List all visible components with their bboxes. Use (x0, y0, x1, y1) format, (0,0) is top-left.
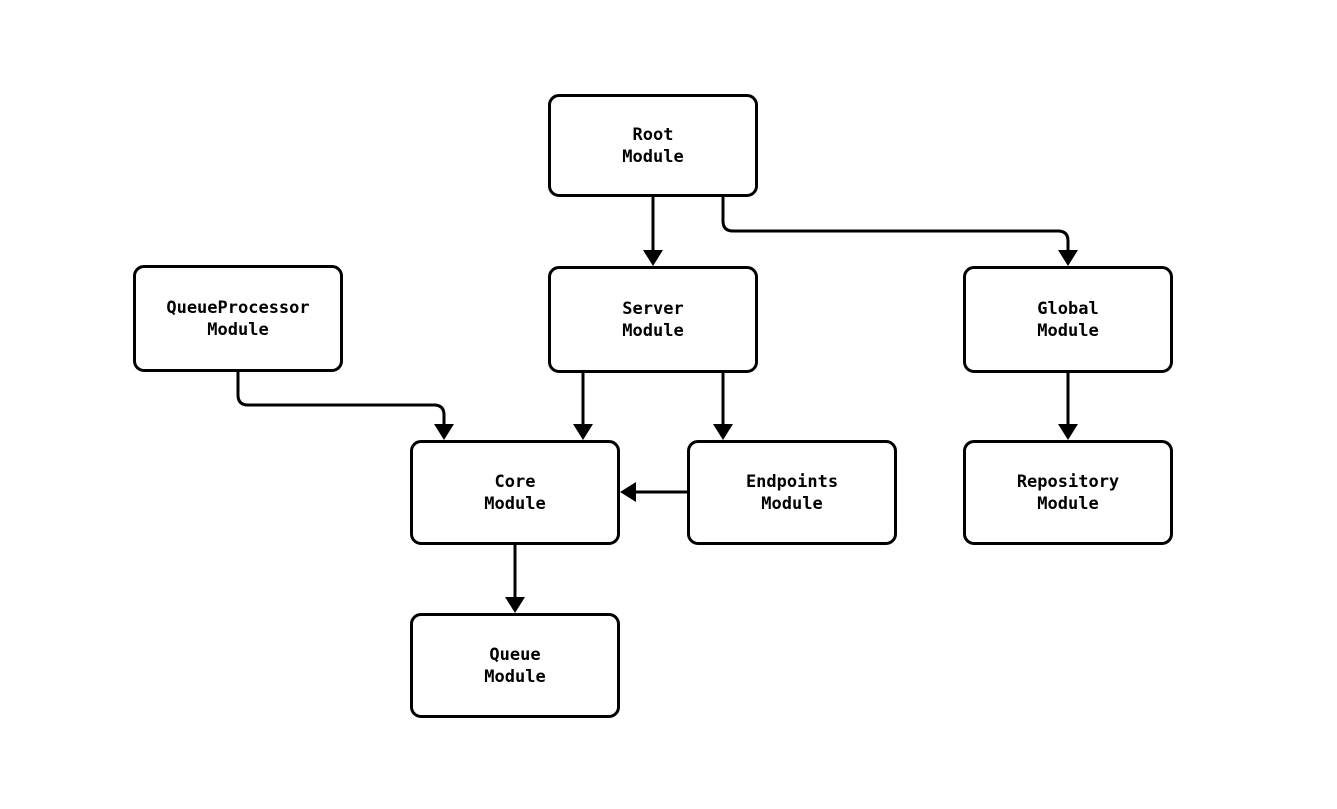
node-server-line1: Server (622, 298, 684, 319)
node-global[interactable]: Global Module (963, 266, 1173, 373)
arrowhead-root-to-server (643, 250, 663, 266)
arrowhead-endpoints-to-core (620, 482, 636, 502)
node-queue-line2: Module (484, 666, 546, 687)
node-server-line2: Module (622, 320, 684, 341)
node-repository[interactable]: Repository Module (963, 440, 1173, 545)
arrowhead-server-to-endpoints (713, 424, 733, 440)
node-core-line2: Module (484, 493, 546, 514)
edge-root-to-global (721, 197, 1070, 250)
arrowhead-server-to-core (573, 424, 593, 440)
node-global-line1: Global (1037, 298, 1099, 319)
arrowhead-global-to-repository (1058, 424, 1078, 440)
node-global-line2: Module (1037, 320, 1099, 341)
node-queue-line1: Queue (489, 644, 541, 665)
node-root-line2: Module (622, 146, 684, 167)
edge-queueprocessor-to-core (236, 372, 446, 424)
arrowhead-core-to-queue (505, 597, 525, 613)
arrowhead-queueprocessor-to-core (434, 424, 454, 440)
node-core-line1: Core (494, 471, 536, 492)
node-repository-line2: Module (1037, 493, 1099, 514)
node-endpoints-line1: Endpoints (745, 471, 839, 492)
node-server[interactable]: Server Module (548, 266, 758, 373)
node-core[interactable]: Core Module (410, 440, 620, 545)
node-queueprocessor[interactable]: QueueProcessor Module (133, 265, 343, 372)
node-endpoints-line2: Module (761, 493, 823, 514)
node-repository-line1: Repository (1016, 471, 1120, 492)
arrowhead-root-to-global (1058, 250, 1078, 266)
node-root-line1: Root (632, 124, 674, 145)
node-endpoints[interactable]: Endpoints Module (687, 440, 897, 545)
node-queueprocessor-line2: Module (207, 319, 269, 340)
node-queueprocessor-line1: QueueProcessor (166, 297, 310, 318)
node-root[interactable]: Root Module (548, 94, 758, 197)
node-queue[interactable]: Queue Module (410, 613, 620, 718)
